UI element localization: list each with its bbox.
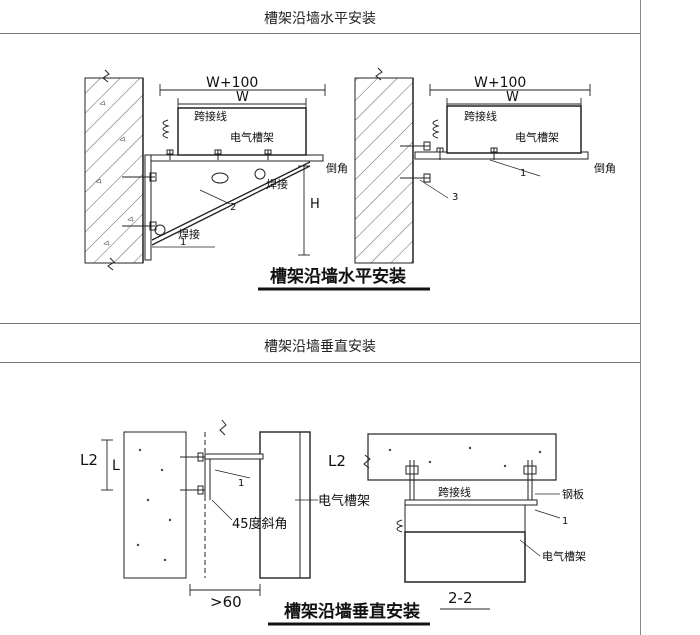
label-tray-right: 电气槽架 — [515, 130, 559, 144]
tag-1-section: 1 — [562, 516, 568, 527]
leader-tag2 — [199, 189, 231, 205]
concrete-aggregate — [95, 100, 134, 246]
cable-tray-vertical — [259, 431, 311, 579]
label-chamfer-right: 倒角 — [594, 162, 616, 175]
caption-vertical: 槽架沿墙垂直安装 — [284, 601, 420, 622]
header-rule-top — [0, 33, 640, 34]
concrete-wall-vertical — [123, 431, 187, 579]
bracket-brace-b — [151, 165, 311, 246]
dimension-lines-vertical — [101, 439, 261, 596]
tag-1-vertical: 1 — [238, 478, 244, 489]
tray-fasteners-right — [436, 147, 498, 160]
leader-tag1-right — [489, 159, 541, 177]
concrete-dots-left — [136, 448, 172, 562]
jumper-wire-coil — [162, 119, 170, 139]
label-tray-vertical: 电气槽架 — [318, 493, 370, 509]
break-mark-vertical — [219, 419, 227, 436]
bracket-brace-a — [151, 161, 311, 241]
hangers-2-2 — [405, 460, 537, 500]
break-mark-bottom — [107, 257, 115, 271]
leader-tag1-section — [534, 509, 561, 519]
section-divider — [0, 323, 640, 324]
dim-h: H — [310, 197, 320, 212]
sheet-border-right — [640, 0, 641, 635]
dim-l2-right: L2 — [328, 452, 346, 470]
jumper-wire-coil-right — [432, 119, 440, 139]
dim-l: L — [112, 458, 120, 474]
cable-tray-right — [446, 105, 582, 154]
label-jumper-right: 跨接线 — [464, 109, 497, 123]
concrete-dots-right — [388, 446, 542, 468]
tag-3: 3 — [452, 192, 458, 203]
dim-w-right: W — [506, 90, 519, 105]
break-mark-slab — [363, 454, 371, 469]
dim-w-plus-100-left: W+100 — [206, 75, 258, 91]
weld-point-upper — [254, 168, 266, 180]
dimension-lines-right — [429, 84, 591, 110]
break-mark-top-right — [375, 67, 383, 81]
caption-horizontal: 槽架沿墙水平安装 — [270, 266, 406, 287]
leader-angle — [211, 499, 233, 521]
ceiling-slab — [367, 433, 557, 481]
anchor-bolts-right — [400, 141, 431, 183]
label-45-angle: 45度斜角 — [232, 516, 288, 532]
tag-1-right: 1 — [520, 168, 526, 179]
cable-tray-left — [177, 107, 307, 156]
tray-fasteners-left — [166, 149, 272, 160]
dim-w-left: W — [236, 90, 249, 105]
label-steel-plate: 钢板 — [562, 487, 584, 501]
detail-horizontal-bracket: W+100 W 跨接线 电气槽架 焊接 焊接 倒角 H 2 1 — [84, 69, 348, 271]
label-chamfer-left: 倒角 — [326, 162, 348, 175]
weld-bolt-symbol — [211, 172, 229, 184]
detail-vertical-elevation: L2 L 1 45度斜角 电气槽架 >60 — [80, 419, 370, 611]
cable-tray-section — [404, 531, 526, 583]
label-tray-section: 电气槽架 — [542, 549, 586, 563]
header-rule-bottom — [0, 362, 640, 363]
label-weld-lower: 焊接 — [178, 227, 200, 241]
section-mark-2-2: 2-2 — [448, 589, 473, 607]
section-header-vertical: 槽架沿墙垂直安装 — [264, 339, 376, 355]
leader-tag3 — [419, 179, 449, 199]
label-weld-upper: 焊接 — [266, 177, 288, 191]
tag-1-left: 1 — [180, 237, 186, 248]
bracket-vertical — [180, 452, 264, 500]
label-jumper-section: 跨接线 — [438, 485, 471, 499]
detail-section-2-2: L2 跨接线 钢板 1 电气槽架 2-2 — [328, 433, 586, 610]
anchor-bolts-left — [122, 172, 157, 231]
dim-w-plus-100-right: W+100 — [474, 75, 526, 91]
bracket-arm — [144, 154, 324, 162]
concrete-wall-right — [354, 77, 414, 264]
dim-gap-60: >60 — [210, 593, 242, 611]
jumper-wire-coil-section — [396, 519, 404, 533]
break-mark-top — [102, 69, 110, 83]
bracket-post — [144, 154, 152, 261]
dim-l2-left: L2 — [80, 451, 98, 469]
label-jumper-left: 跨接线 — [194, 109, 227, 123]
leader-tag1-vertical — [214, 469, 251, 479]
dimension-lines-left — [159, 84, 326, 256]
section-header-horizontal: 槽架沿墙水平安装 — [264, 11, 376, 27]
label-tray-left: 电气槽架 — [230, 130, 274, 144]
detail-horizontal-angle: W+100 W 跨接线 电气槽架 倒角 1 3 — [354, 67, 616, 264]
leader-tray-section — [519, 539, 541, 557]
concrete-wall-left — [84, 77, 144, 264]
steel-plate — [404, 499, 538, 506]
tag-2-left: 2 — [230, 202, 236, 213]
